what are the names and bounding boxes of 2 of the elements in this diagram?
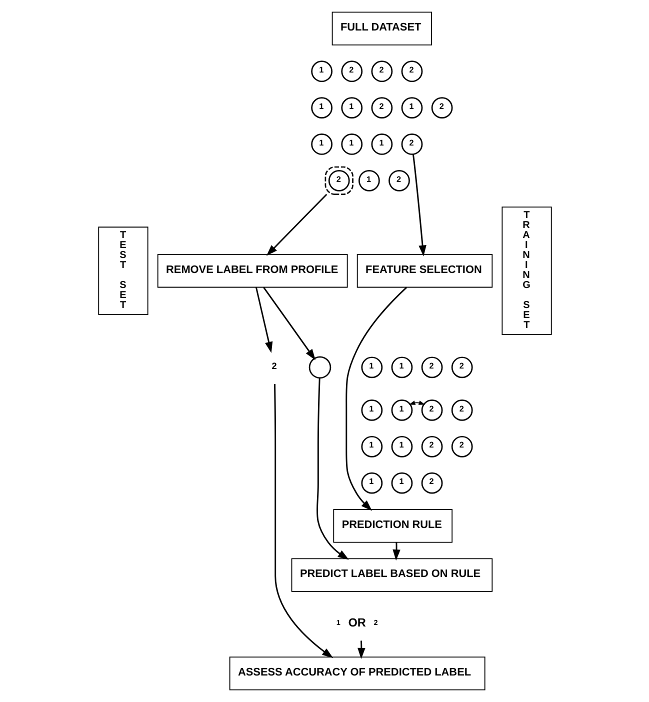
node-text: 2 <box>271 360 276 371</box>
node-text: 1 OR 2 <box>336 615 378 630</box>
